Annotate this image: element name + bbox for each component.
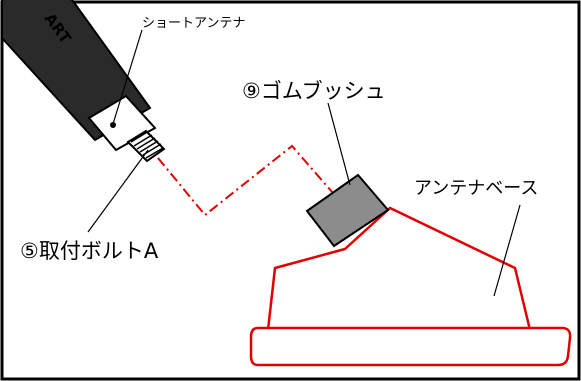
leader-rubber-bush (327, 102, 351, 186)
leader-antenna-base (493, 204, 521, 297)
assembly-guide-line (157, 144, 334, 217)
mounting-bolt-thread (126, 129, 166, 163)
label-short-antenna: ショートアンテナ (142, 16, 245, 31)
label-antenna-base: アンテナベース (414, 178, 538, 199)
leader-mounting-bolt (87, 149, 149, 233)
label-rubber-bush: ⑨ゴムブッシュ (242, 79, 386, 103)
rubber-bush (305, 173, 390, 248)
leader-short-antenna (112, 29, 143, 125)
label-mounting-bolt: ⑤取付ボルトA (20, 239, 159, 263)
antenna-base (249, 206, 572, 367)
antenna-tip-marker (110, 122, 116, 128)
